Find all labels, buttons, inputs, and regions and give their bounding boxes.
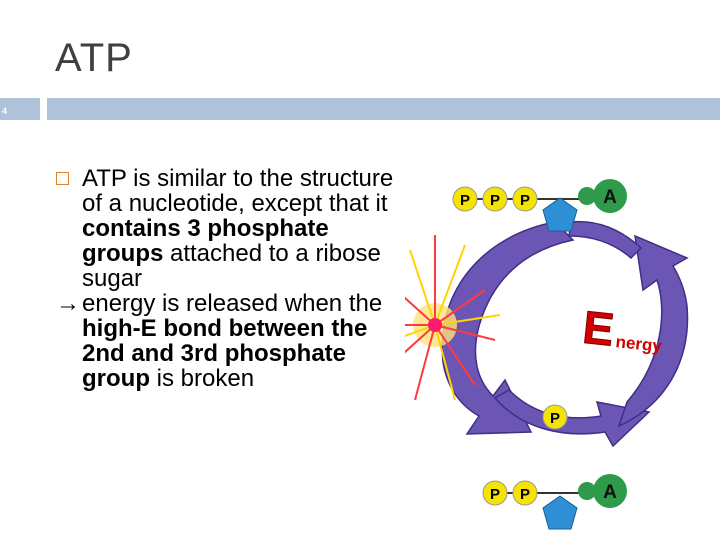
atp-cycle-diagram: P P P A E nergy P P P A — [405, 179, 689, 530]
released-phosphate-label: P — [550, 410, 560, 427]
bullet-1-text-b: attached to a ribose sugar — [82, 240, 381, 292]
energy-rest: nergy — [615, 332, 664, 356]
bullet-1-text-a: ATP is similar to the structure of a nuc… — [82, 165, 394, 217]
slide-title: ATP — [55, 36, 133, 80]
adp-adenine — [593, 474, 627, 508]
phosphate-1 — [452, 186, 478, 212]
adenine — [593, 179, 627, 213]
adp-phosphate-1 — [482, 480, 508, 506]
phosphate-2 — [482, 186, 508, 212]
bullet-2-text-a: energy is released when the — [82, 290, 383, 317]
energy-label: E nergy — [580, 300, 664, 356]
bullet-2: → energy is released when the high-E bon… — [56, 291, 396, 391]
slide-number-box — [0, 98, 40, 120]
slide-body: ATP is similar to the structure of a nuc… — [56, 166, 396, 391]
energy-burst — [405, 235, 501, 401]
bullet-1: ATP is similar to the structure of a nuc… — [56, 166, 396, 291]
bullet-2-bold: high-E bond between the 2nd and 3rd phos… — [82, 315, 368, 392]
square-bullet-icon — [56, 172, 69, 185]
right-cycle-arrow — [617, 234, 689, 428]
adp-ribose-pentagon — [542, 495, 578, 530]
slide-number: 4 — [2, 106, 8, 116]
right-arrow-icon: → — [56, 290, 80, 317]
cycle-arrows — [441, 220, 689, 448]
title-underline-bar — [47, 98, 720, 120]
adp-molecule: P P A — [482, 474, 627, 530]
energy-big-letter: E — [580, 301, 616, 356]
atp-molecule: P P P A — [452, 179, 627, 232]
phosphate-3-label: P — [520, 192, 530, 209]
burst-core — [428, 318, 442, 332]
adp-phosphate-2 — [512, 480, 538, 506]
adp-adenine-connector — [578, 482, 596, 500]
adp-phosphate-2-label: P — [520, 486, 530, 503]
bottom-cycle-arrow — [493, 389, 651, 448]
adenine-connector — [578, 187, 596, 205]
adp-adenine-label: A — [603, 482, 617, 503]
phosphate-1-label: P — [460, 192, 470, 209]
top-cycle-arrow — [568, 220, 643, 260]
released-phosphate: P — [542, 404, 568, 430]
adp-phosphate-1-label: P — [490, 486, 500, 503]
ribose-pentagon — [542, 197, 578, 232]
phosphate-2-label: P — [490, 192, 500, 209]
adenine-label: A — [603, 187, 617, 208]
bullet-1-bold: contains 3 phosphate groups — [82, 215, 329, 267]
bullet-2-text-b: is broken — [149, 365, 255, 392]
left-cycle-arrow — [441, 221, 575, 435]
phosphate-3 — [512, 186, 538, 212]
